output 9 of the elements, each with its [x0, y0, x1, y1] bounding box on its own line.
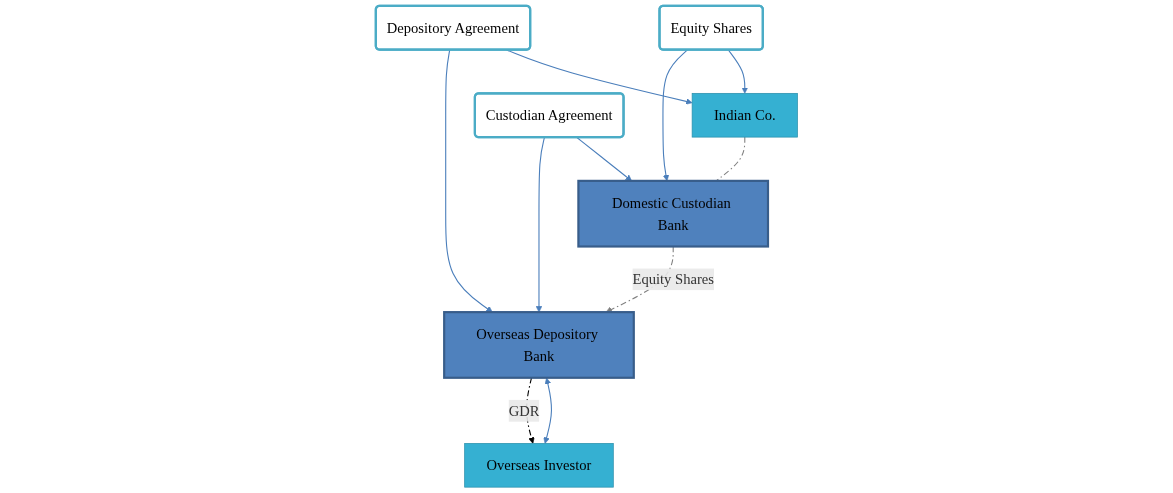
arrow	[543, 377, 552, 444]
node-box: Overseas Depository Bank	[442, 311, 635, 379]
node-box: Overseas Investor	[464, 443, 614, 488]
arrow	[445, 49, 493, 313]
edge-label: Equity Shares	[632, 271, 714, 288]
arrow	[727, 49, 748, 94]
edge-label: GDR	[508, 402, 540, 419]
node-box: Domestic Custodian Bank	[577, 179, 769, 248]
node-box: Indian Co.	[691, 93, 798, 138]
